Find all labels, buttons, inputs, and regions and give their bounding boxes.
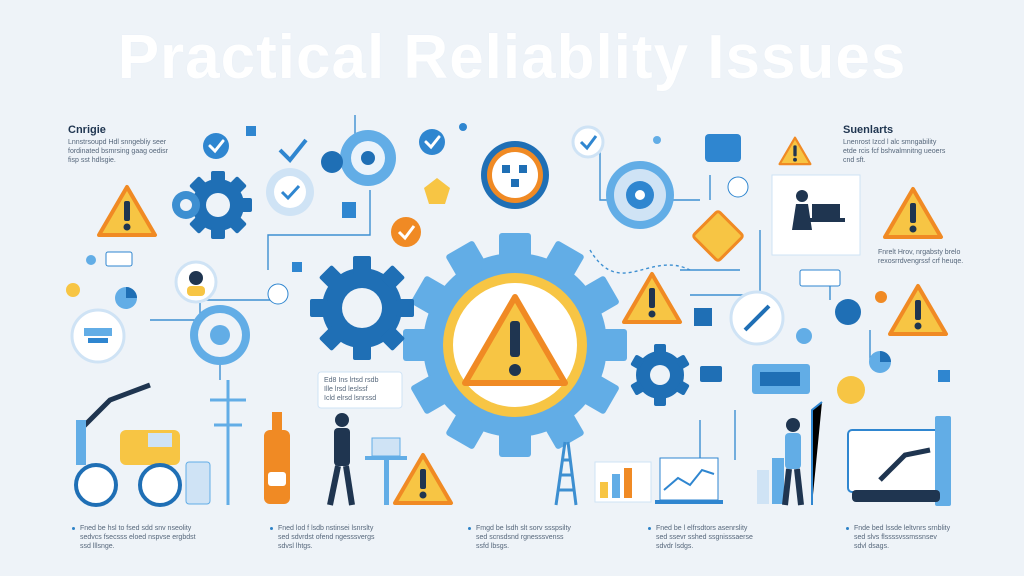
gear-icon [310,256,414,360]
checkmark-icon [417,127,447,157]
gear-icon [340,130,396,186]
desk-icon [365,437,407,505]
center-note-text: Ed8 Ins lrtsd rsdb Ille lrsd leslssf Icl… [324,377,379,402]
person-at-desk-icon [771,174,861,256]
warning-icon [883,187,943,239]
warning-icon [393,453,453,505]
camera-icon [700,364,810,394]
document-icon [342,202,356,218]
dot-icon [459,123,467,131]
pie-chart-icon [796,328,812,344]
bullet-1: Fned be hsl to fsed sdd snv nseolity sed… [72,524,220,551]
page-title: Practical Reliablity Issues [117,23,907,92]
robot-arm-icon [847,416,951,506]
chart-icon [938,370,950,382]
dot-icon [653,136,661,144]
bullet-3: Fmgd be lsdh slt sorv ssspsilty sed scns… [468,524,616,551]
bar-chart-icon [757,458,784,504]
gear-icon [630,344,690,406]
left-panel-heading: Cnrigie [68,124,106,136]
left-panel-text: Lnnstrsoupd Hdl snngebliy seer fordinate… [68,139,169,164]
line-chart-icon [655,457,723,504]
bullet-5: Fnde bed lssde leltvnrs srnblity sed slv… [846,524,994,551]
coin-icon [66,283,80,297]
dot-icon [86,255,96,265]
person-icon [327,413,355,506]
bullet-2: Fned lod f lsdb nstinsei lsnrslty sed sd… [270,524,418,551]
pie-chart-icon [115,287,137,309]
tablet-icon [705,134,741,162]
lamp-icon [811,401,823,505]
flag-icon [292,262,302,272]
warning-icon [692,210,744,262]
person-icon [174,260,218,304]
right-panel-note: Fnrelt Hrov, nrgabsty brelo rexosrrdveng… [878,249,964,265]
gear-icon [835,299,861,325]
search-icon [727,176,749,198]
person-icon [782,418,804,506]
gear-icon [606,161,674,229]
gear-icon [184,171,252,239]
coin-icon [875,291,887,303]
gear-icon [172,191,200,219]
badge-icon [837,376,865,404]
bar-chart-icon [594,461,652,503]
social-icon [694,308,712,326]
warning-icon [888,284,948,336]
search-icon [267,283,289,305]
clock-icon [481,141,549,209]
message-icon [105,251,133,267]
wrench-icon [70,308,126,364]
truck-icon [74,382,182,507]
central-gear-icon [403,233,627,457]
checkmark-icon [571,125,605,159]
flag-icon [246,126,256,136]
warning-icon [97,185,157,237]
message-icon [799,269,841,287]
checkmark-icon [278,138,308,163]
ladder-icon [554,441,578,506]
gear-icon [321,151,343,173]
badge-icon [424,178,450,204]
right-panel-text: Lnenrost Izcd l alc smngability etde rci… [843,139,946,164]
bullet-4: Fned be l elfrsdtors asenrslity sed ssev… [648,524,796,551]
gear-icon [266,168,314,216]
compass-icon [729,290,785,346]
gear-icon [190,305,250,365]
right-panel-heading: Suenlarts [843,124,894,136]
checkmark-icon [201,131,231,161]
note-box [317,371,403,409]
pie-chart-icon [869,351,891,373]
bottle-icon [264,412,290,504]
warning-icon [622,272,682,324]
checkmark-icon [391,217,421,247]
device-icon [185,461,211,505]
warning-icon [778,136,812,166]
pylon-icon [210,380,246,505]
